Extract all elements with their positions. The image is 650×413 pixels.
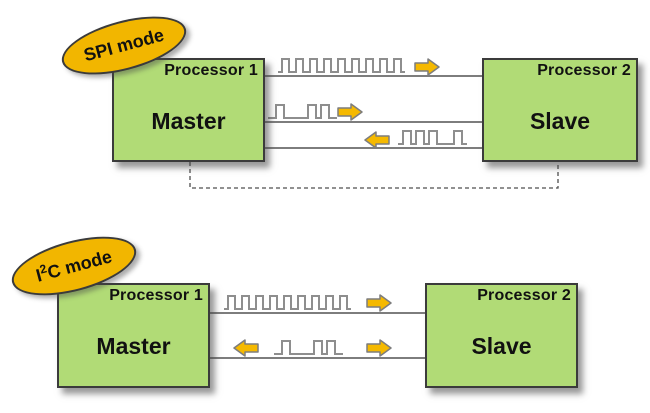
i2c-data-waveform	[274, 340, 343, 355]
spi-dashed-link	[189, 162, 559, 189]
box-role: Master	[96, 333, 171, 359]
box-role: Slave	[471, 333, 532, 359]
arrow-right-icon	[366, 339, 392, 357]
spi-master-box: Processor 1 Master	[112, 58, 265, 162]
arrow-right-icon	[337, 103, 363, 121]
i2c-clock-waveform	[224, 295, 351, 310]
box-title: Processor 1	[164, 62, 258, 79]
i2c-slave-box: Processor 2 Slave	[425, 283, 578, 388]
spi-clock-waveform	[278, 58, 405, 73]
badge-label: I2C mode	[33, 245, 114, 286]
badge-label: SPI mode	[81, 24, 167, 66]
box-role: Master	[151, 108, 226, 134]
spi-miso-waveform	[398, 130, 467, 145]
spi-mosi-waveform	[268, 104, 337, 119]
box-title: Processor 2	[477, 287, 571, 304]
arrow-right-icon	[414, 58, 440, 76]
box-title: Processor 2	[537, 62, 631, 79]
spi-slave-box: Processor 2 Slave	[482, 58, 638, 162]
box-role: Slave	[529, 108, 591, 134]
i2c-master-box: Processor 1 Master	[57, 283, 210, 388]
arrow-left-icon	[364, 131, 390, 149]
arrow-left-icon	[233, 339, 259, 357]
arrow-right-icon	[366, 294, 392, 312]
box-title: Processor 1	[109, 287, 203, 304]
